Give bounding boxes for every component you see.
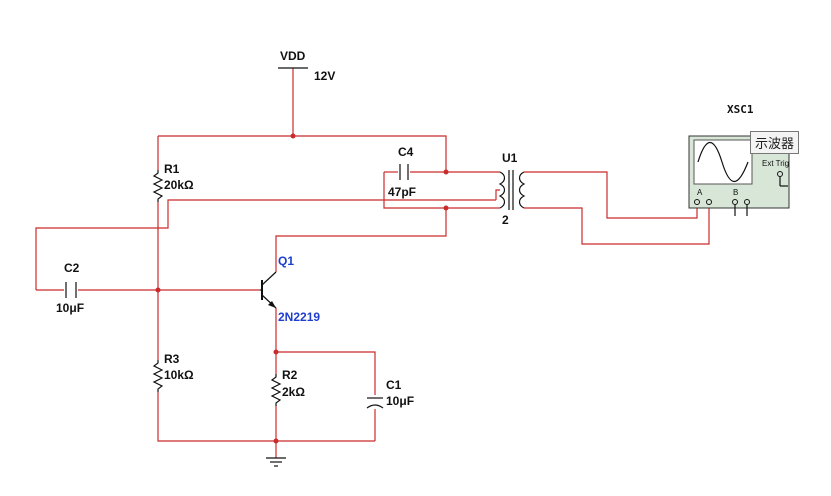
resistor-r2[interactable]: R2 2kΩ [270, 368, 305, 406]
wires [35, 68, 710, 458]
junction-vdd [290, 133, 296, 139]
c1-ref: C1 [386, 378, 402, 392]
c2-ref: C2 [64, 261, 80, 275]
ext-trig-terminal-icon[interactable] [777, 171, 783, 177]
capacitor-c4[interactable]: C4 47pF [388, 145, 416, 199]
capacitor-c2[interactable]: C2 10μF [56, 261, 84, 315]
vdd-value: 12V [314, 69, 335, 83]
r2-ref: R2 [282, 368, 298, 382]
wire-c2-feedback [35, 199, 496, 290]
junction-c4-top [443, 169, 449, 175]
wire-top-rail [158, 135, 447, 172]
r3-value: 10kΩ [164, 368, 194, 382]
resistor-r1[interactable]: R1 20kΩ [152, 162, 194, 202]
wire-ground-rail [157, 392, 375, 442]
ch-b-plus-terminal-icon[interactable] [732, 199, 738, 205]
wire-secondary-a [524, 171, 698, 219]
wire-secondary-b [524, 204, 710, 245]
sine-wave-icon [697, 141, 749, 183]
q1-ref: Q1 [278, 254, 294, 268]
transistor-q1[interactable]: Q1 2N2219 [260, 254, 320, 324]
r1-ref: R1 [164, 162, 180, 176]
c4-value: 47pF [388, 185, 416, 199]
scope-tooltip: 示波器 [750, 131, 800, 154]
oscilloscope-xsc1[interactable]: XSC1 Ext Trig A B [688, 103, 790, 216]
r1-value: 20kΩ [164, 178, 194, 192]
wire-emitter [275, 308, 376, 395]
wire-tap [495, 189, 500, 200]
wire-c4-loop [383, 172, 446, 209]
junction-emitter [273, 349, 279, 355]
q1-value: 2N2219 [278, 310, 320, 324]
scope-ext-trig: Ext Trig [762, 159, 789, 168]
vdd-name: VDD [280, 49, 306, 63]
ch-a-minus-terminal-icon[interactable] [706, 199, 712, 205]
junction-c4-bottom [443, 205, 449, 211]
capacitor-c1[interactable]: C1 10μF [366, 378, 414, 409]
scope-ref: XSC1 [727, 103, 754, 116]
transformer-u1[interactable]: U1 2 [498, 151, 526, 227]
c1-value: 10μF [386, 394, 414, 408]
ch-a-plus-terminal-icon[interactable] [694, 199, 700, 205]
c4-ref: C4 [398, 145, 414, 159]
scope-screen [693, 139, 753, 185]
junction-ground [273, 438, 279, 444]
u1-ref: U1 [502, 151, 518, 165]
ground-icon [266, 457, 286, 467]
r2-value: 2kΩ [282, 385, 305, 399]
scope-ch-b: B [733, 188, 738, 197]
u1-value: 2 [502, 213, 509, 227]
junction-base [155, 287, 161, 293]
resistor-r3[interactable]: R3 10kΩ [152, 352, 194, 392]
c2-value: 10μF [56, 301, 84, 315]
scope-ch-a: A [697, 188, 703, 197]
vdd-source[interactable]: VDD 12V [278, 49, 335, 83]
wire-collector [275, 208, 447, 272]
r3-ref: R3 [164, 352, 180, 366]
ch-b-minus-terminal-icon[interactable] [744, 199, 750, 205]
junctions [155, 133, 449, 444]
